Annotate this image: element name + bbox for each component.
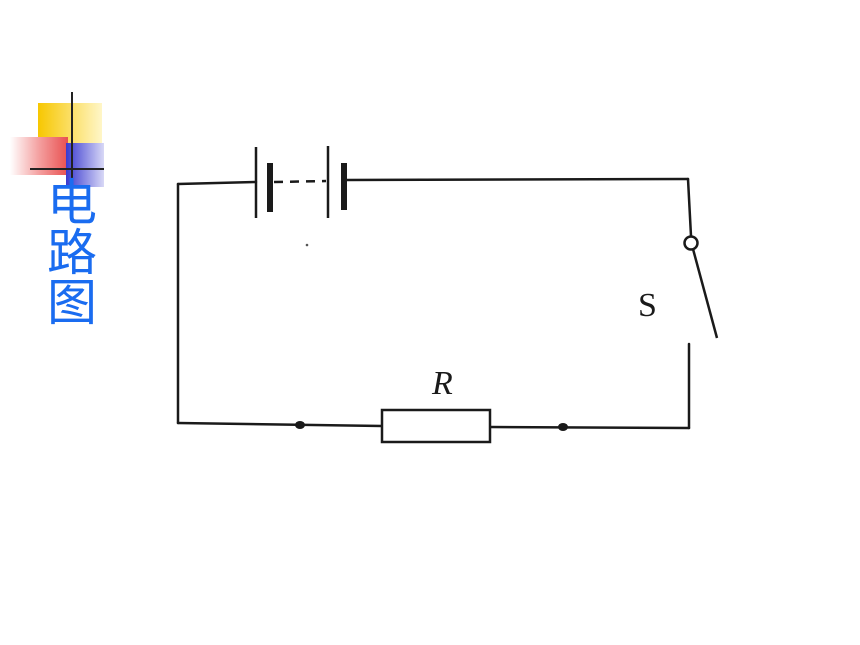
switch [683, 235, 719, 339]
wire-bottom-left [176, 421, 384, 428]
wires [176, 177, 693, 430]
corner-decoration [10, 92, 104, 196]
wire-right-upper [686, 177, 693, 238]
switch-blade [691, 248, 719, 339]
switch-label: S [638, 287, 657, 324]
junction-dot-right [558, 423, 568, 431]
switch-pivot [683, 235, 699, 251]
resistor [380, 408, 492, 444]
battery-dashed-link [273, 179, 327, 184]
wire-bottom-right [488, 425, 691, 430]
speck [305, 243, 309, 247]
page-title: 电路图 [39, 176, 97, 326]
battery [254, 146, 347, 218]
wire-top-left [176, 180, 258, 186]
wire-top-right [344, 177, 690, 182]
resistor-label: R [431, 365, 453, 402]
junction-dot-left [295, 421, 305, 429]
